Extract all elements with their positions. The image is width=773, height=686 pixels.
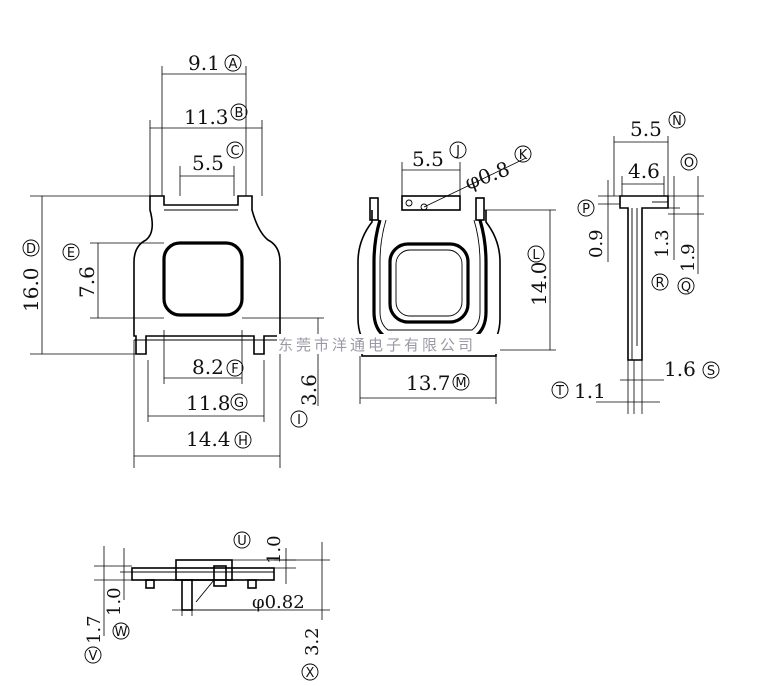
dim-g-value: 11.8 <box>186 391 231 415</box>
dim-k-value: φ0.8 <box>462 156 513 194</box>
front-view-dimensions <box>30 66 324 468</box>
dim-r-value: 1.3 <box>652 229 673 258</box>
dim-e-letter: E <box>67 246 75 261</box>
dim-q-value: 1.9 <box>678 243 699 272</box>
dim-q-letter: Q <box>681 280 691 295</box>
dim-d-value: 16.0 <box>19 267 43 312</box>
back-view-dimensions <box>359 157 556 404</box>
dim-m-value: 13.7 <box>406 371 451 395</box>
bottom-view <box>131 559 275 611</box>
dim-j-value: 5.5 <box>412 147 444 171</box>
dim-b-value: 11.3 <box>184 105 229 129</box>
dim-k-letter: K <box>519 148 528 163</box>
dim-w-value: 1.0 <box>104 587 125 616</box>
dim-o-value: 4.6 <box>628 159 660 183</box>
watermark-text: 东莞市洋通电子有限公司 <box>278 336 476 354</box>
dim-o-letter: O <box>684 156 694 171</box>
dim-b-letter: B <box>235 106 244 121</box>
dim-s-letter: S <box>707 364 715 379</box>
dim-a-letter: A <box>229 57 238 72</box>
dim-l-value: 14.0 <box>527 261 551 306</box>
dim-p-letter: P <box>582 202 590 217</box>
dim-g-letter: G <box>234 396 244 411</box>
bottom-view-dimensions <box>94 542 330 636</box>
dim-t-value: 1.1 <box>574 379 606 403</box>
dim-j-letter: J <box>455 144 460 159</box>
dim-h-letter: H <box>238 434 248 449</box>
dim-phi082-value: φ0.82 <box>252 592 305 613</box>
dim-p-value: 0.9 <box>586 229 607 258</box>
dim-x-letter: X <box>306 666 315 681</box>
dim-v-value: 1.7 <box>84 615 105 644</box>
dim-x-value: 3.2 <box>302 627 323 656</box>
dim-f-letter: F <box>231 362 238 377</box>
dim-u-value: 1.0 <box>264 535 285 564</box>
dim-a-value: 9.1 <box>188 51 220 75</box>
back-view <box>357 195 501 357</box>
dim-e-value: 7.6 <box>75 266 99 298</box>
side-view-dimensions <box>596 136 704 414</box>
dim-n-letter: N <box>672 114 682 129</box>
dim-l-letter: L <box>532 248 540 263</box>
dim-d-letter: D <box>26 242 36 257</box>
front-view <box>133 195 281 355</box>
dim-r-letter: R <box>655 276 664 291</box>
dim-v-letter: V <box>89 649 98 664</box>
dim-i-letter: I <box>297 413 301 428</box>
dim-s-value: 1.6 <box>664 357 696 381</box>
dim-h-value: 14.4 <box>186 427 231 451</box>
dim-u-letter: U <box>237 534 247 549</box>
dim-c-value: 5.5 <box>192 151 224 175</box>
dim-i-value: 3.6 <box>297 374 321 406</box>
dim-c-letter: C <box>230 144 239 159</box>
dim-f-value: 8.2 <box>192 355 224 379</box>
dim-n-value: 5.5 <box>630 117 662 141</box>
dim-t-letter: T <box>555 384 564 399</box>
dim-w-letter: W <box>115 625 128 640</box>
dim-m-letter: M <box>455 376 466 391</box>
